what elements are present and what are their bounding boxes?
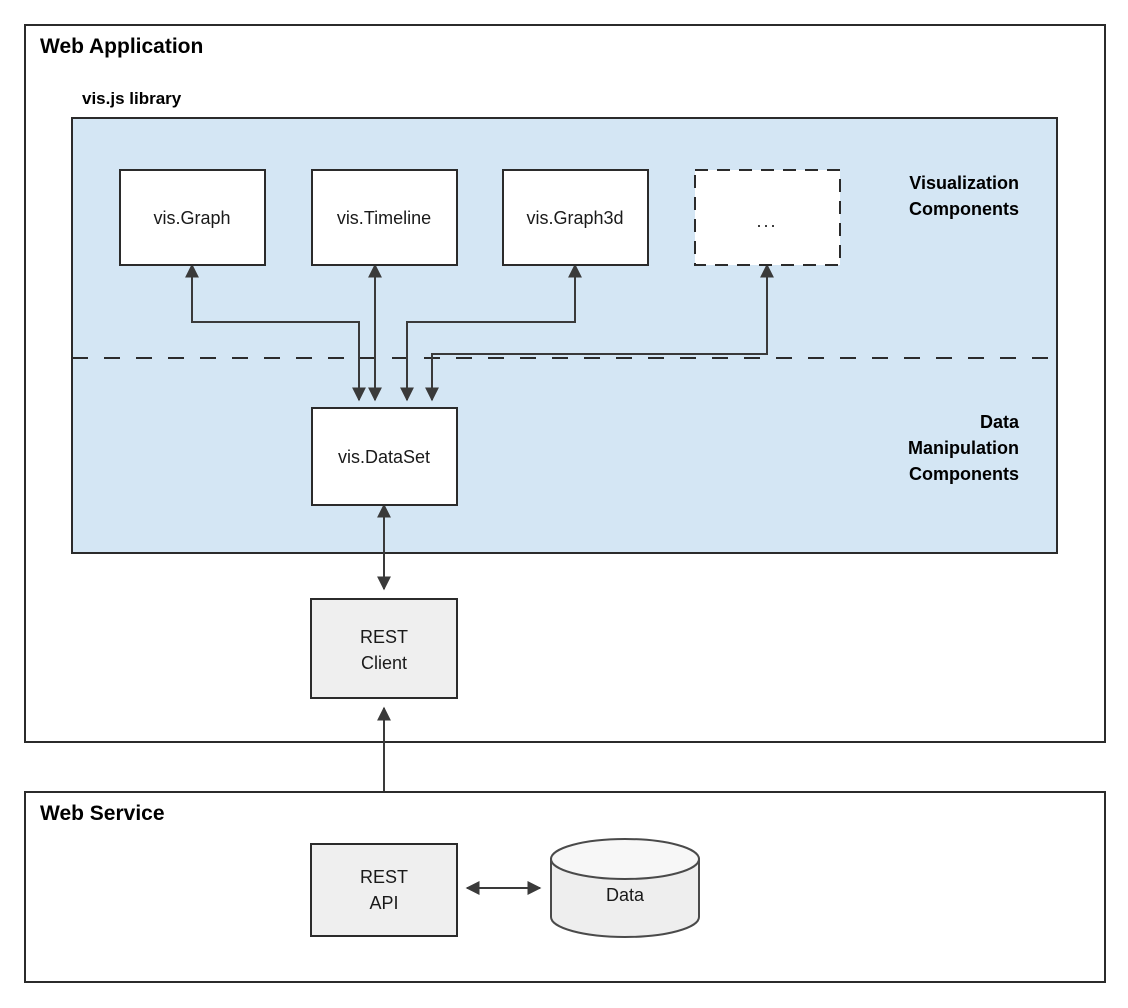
svg-text:Manipulation: Manipulation xyxy=(908,438,1019,458)
node-more-components-label: ... xyxy=(756,211,777,231)
svg-text:Visualization: Visualization xyxy=(909,173,1019,193)
node-rest-client-label-line1: REST xyxy=(360,627,408,647)
svg-text:Data: Data xyxy=(980,412,1020,432)
node-vis-timeline[interactable]: vis.Timeline xyxy=(311,169,458,266)
node-vis-graph3d-label: vis.Graph3d xyxy=(526,208,623,228)
node-vis-graph-label: vis.Graph xyxy=(153,208,230,228)
visjs-library-title: vis.js library xyxy=(82,89,182,108)
data-manipulation-components-label: Data Manipulation Components xyxy=(908,412,1020,484)
connector-visgraph-dataset xyxy=(185,263,366,402)
svg-text:Components: Components xyxy=(909,464,1019,484)
node-vis-graph[interactable]: vis.Graph xyxy=(119,169,266,266)
node-rest-api[interactable]: REST API xyxy=(310,843,458,937)
node-rest-api-label-line1: REST xyxy=(360,867,408,887)
node-rest-client[interactable]: REST Client xyxy=(310,598,458,699)
visualization-components-label: Visualization Components xyxy=(909,173,1019,219)
node-database[interactable]: Data xyxy=(550,838,700,938)
web-application-title: Web Application xyxy=(40,35,203,58)
node-vis-timeline-label: vis.Timeline xyxy=(337,208,431,228)
node-database-label: Data xyxy=(606,885,645,905)
node-vis-graph3d[interactable]: vis.Graph3d xyxy=(502,169,649,266)
node-vis-dataset[interactable]: vis.DataSet xyxy=(311,407,458,506)
node-vis-dataset-label: vis.DataSet xyxy=(338,447,430,467)
node-rest-client-label-line2: Client xyxy=(361,653,407,673)
node-more-components[interactable]: ... xyxy=(694,169,841,266)
node-rest-api-label-line2: API xyxy=(369,893,398,913)
svg-text:Components: Components xyxy=(909,199,1019,219)
web-service-title: Web Service xyxy=(40,802,165,825)
connector-more-dataset xyxy=(425,263,774,402)
